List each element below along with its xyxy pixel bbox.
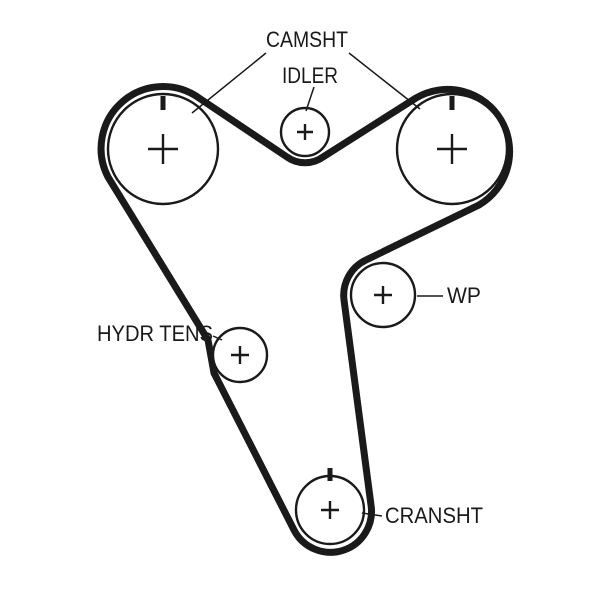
water-pump-label: WP: [447, 283, 481, 308]
camshaft-label: CAMSHT: [266, 27, 348, 52]
water-pump-center-cross: [374, 286, 392, 304]
hydraulic-tensioner-center-cross: [231, 346, 249, 364]
camshaft-left-center-cross: [148, 134, 178, 164]
hydraulic-tensioner-label: HYDR TENS: [97, 321, 213, 346]
idler-label: IDLER: [282, 63, 338, 88]
camsht-leader-line-right: [348, 52, 421, 110]
idler-leader-line: [305, 86, 315, 112]
cransht-leader-line: [361, 512, 383, 517]
hydr-tens-leader-line: [212, 335, 223, 341]
idler-center-cross: [297, 124, 313, 140]
camshaft-right-center-cross: [437, 134, 467, 164]
timing-belt-path: [97, 83, 514, 556]
crankshaft-center-cross: [321, 501, 339, 519]
crankshaft-label: CRANSHT: [385, 503, 483, 528]
camsht-leader-line-left: [191, 52, 267, 114]
